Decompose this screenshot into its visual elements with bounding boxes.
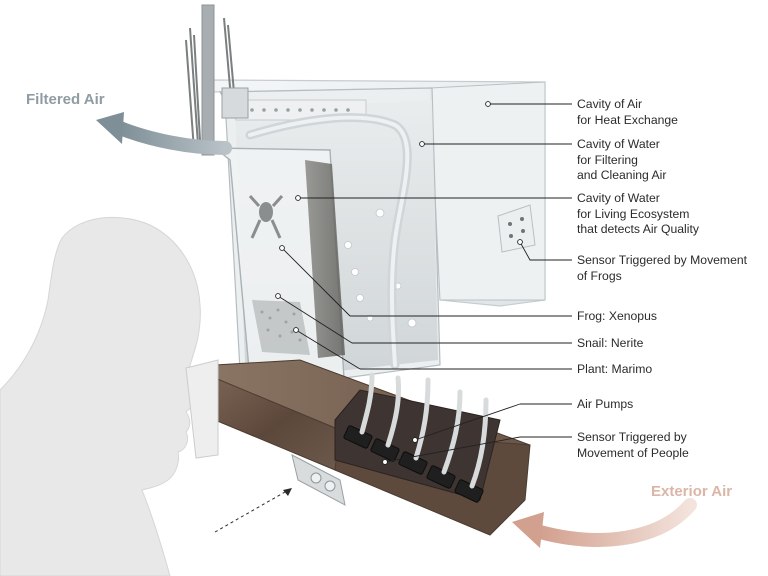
callout-ecosystem: Cavity of Water for Living Ecosystem tha… [577, 191, 699, 238]
callout-line: Frog: Xenopus [577, 309, 657, 323]
moss-wall [305, 160, 345, 358]
leader-dots [275, 101, 523, 465]
callout-frog: Frog: Xenopus [577, 309, 657, 325]
callout-line: for Filtering [577, 152, 638, 167]
people-sensing-line [214, 487, 293, 533]
heat-exchange-cavity [429, 81, 546, 301]
callout-line: Snail: Nerite [577, 336, 644, 350]
exterior-air-label: Exterior Air [651, 483, 733, 500]
callout-line: for Heat Exchange [577, 112, 678, 127]
callout-line: Air Pumps [577, 397, 634, 411]
callout-line: of Frogs [577, 268, 622, 283]
exhaust-pipe [201, 4, 215, 156]
callout-snail: Snail: Nerite [577, 336, 643, 352]
gravel-texture [260, 308, 302, 342]
diffuser-holes [250, 108, 350, 112]
pump-hoses [359, 372, 489, 489]
frog-sensor-box [497, 204, 536, 253]
person-silhouette [0, 216, 201, 576]
callout-line: Cavity of Water [577, 137, 660, 151]
callout-line: and Cleaning Air [577, 168, 667, 182]
filtered-air-label: Filtered Air [26, 91, 105, 108]
callout-line: Movement of People [577, 445, 689, 460]
callout-line: that detects Air Quality [577, 222, 699, 236]
pipe-fitting [221, 87, 249, 119]
callout-line: for Living Ecosystem [577, 206, 690, 221]
callout-filter: Cavity of Water for Filtering and Cleani… [577, 137, 666, 184]
callout-air-pumps: Air Pumps [577, 397, 633, 413]
wall-bracket [185, 359, 219, 459]
leader-lines [277, 103, 572, 463]
callout-line: Plant: Marimo [577, 362, 653, 376]
exterior-air-arrow [533, 498, 697, 547]
callout-frog-sensor: Sensor Triggered by Movement of Frogs [577, 253, 747, 284]
people-sensor-device [291, 454, 346, 506]
callout-line: Sensor Triggered by Movement [577, 253, 748, 267]
bubbles [344, 208, 417, 328]
frog-icon [248, 194, 284, 239]
air-pumps [343, 425, 484, 503]
callout-plant: Plant: Marimo [577, 362, 652, 378]
callout-line: Cavity of Water [577, 191, 660, 205]
callout-line: Cavity of Air [577, 97, 643, 111]
gravel-bed [252, 300, 310, 355]
callout-people-sensor: Sensor Triggered by Movement of People [577, 430, 689, 461]
callout-line: Sensor Triggered by [577, 430, 687, 444]
filtered-air-arrow [113, 121, 232, 155]
callout-heat-exchange: Cavity of Air for Heat Exchange [577, 97, 678, 128]
